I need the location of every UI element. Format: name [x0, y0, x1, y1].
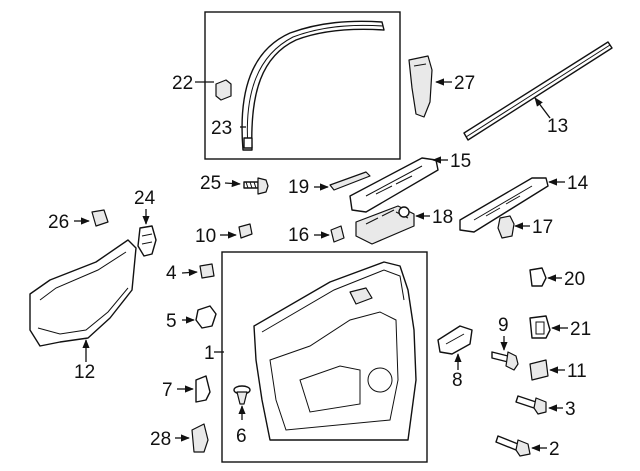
inside-handle [437, 325, 473, 355]
window-frame-inset-box [204, 11, 401, 160]
svg-text:16: 16 [288, 225, 309, 246]
callout-22: 22 [172, 73, 214, 94]
watershield [29, 239, 137, 347]
svg-text:1: 1 [204, 343, 215, 364]
callout-3: 3 [548, 399, 576, 420]
svg-text:27: 27 [454, 73, 475, 94]
svg-text:5: 5 [166, 311, 177, 332]
push-pin [233, 385, 251, 405]
callout-15: 15 [432, 151, 471, 172]
pad-11 [529, 359, 549, 381]
svg-text:9: 9 [498, 315, 509, 336]
callout-13: 13 [534, 97, 568, 137]
window-frame-molding [241, 20, 385, 151]
callout-24: 24 [134, 188, 156, 225]
svg-text:28: 28 [150, 429, 171, 450]
svg-text:15: 15 [450, 151, 471, 172]
callout-10: 10 [195, 226, 237, 247]
callout-2: 2 [531, 439, 560, 460]
svg-text:19: 19 [288, 177, 309, 198]
svg-text:17: 17 [532, 217, 553, 238]
callout-17: 17 [514, 217, 553, 238]
callout-28: 28 [150, 429, 190, 450]
svg-text:21: 21 [570, 319, 591, 340]
clip-5 [195, 305, 217, 329]
clip-16 [330, 225, 345, 243]
screw-25 [243, 177, 269, 195]
svg-text:12: 12 [74, 362, 95, 383]
svg-text:24: 24 [134, 188, 156, 209]
svg-text:20: 20 [564, 269, 585, 290]
pad-26 [91, 209, 109, 227]
callout-19: 19 [288, 177, 329, 198]
door-trim-panel-box [221, 251, 428, 463]
belt-weatherstrip [463, 41, 613, 141]
svg-text:18: 18 [432, 207, 453, 228]
armrest-bezel [459, 177, 549, 233]
svg-text:4: 4 [166, 263, 177, 284]
callout-20: 20 [547, 269, 585, 290]
callout-7: 7 [162, 380, 194, 401]
trim-piece-28 [191, 423, 209, 453]
window-frame-clip [215, 79, 232, 101]
callout-23: 23 [211, 118, 246, 139]
svg-text:2: 2 [549, 439, 560, 460]
bolt-9 [491, 351, 519, 371]
callout-18: 18 [415, 207, 453, 228]
callout-12: 12 [74, 339, 95, 383]
callout-8: 8 [452, 353, 463, 391]
callout-6: 6 [236, 405, 247, 447]
bolt-2 [495, 435, 531, 457]
svg-text:25: 25 [200, 173, 221, 194]
trim-strip [329, 171, 371, 191]
svg-text:11: 11 [567, 361, 587, 382]
svg-text:6: 6 [236, 426, 247, 447]
window-switch [355, 205, 415, 245]
bracket-7 [195, 375, 211, 403]
door-trim-panel [253, 261, 417, 441]
pillar-applique [408, 55, 433, 118]
callout-5: 5 [166, 311, 195, 332]
callout-16: 16 [288, 225, 330, 246]
callout-4: 4 [166, 263, 198, 284]
callout-14: 14 [548, 173, 589, 194]
svg-text:8: 8 [452, 370, 463, 391]
svg-text:22: 22 [172, 73, 193, 94]
switch-bezel [349, 157, 439, 213]
svg-text:26: 26 [48, 212, 69, 233]
pad-10 [238, 223, 253, 239]
svg-text:3: 3 [565, 399, 576, 420]
svg-text:10: 10 [195, 226, 216, 247]
callout-27: 27 [435, 73, 475, 94]
callout-11: 11 [549, 361, 587, 382]
callout-1: 1 [204, 343, 224, 364]
clip-20 [529, 267, 547, 287]
callout-9: 9 [498, 315, 509, 351]
callout-26: 26 [48, 212, 90, 233]
callout-25: 25 [200, 173, 241, 194]
bracket-24 [137, 225, 157, 257]
svg-text:23: 23 [211, 118, 232, 139]
svg-text:14: 14 [567, 173, 589, 194]
callout-21: 21 [551, 319, 591, 340]
svg-text:13: 13 [547, 116, 568, 137]
svg-text:7: 7 [162, 380, 173, 401]
clip-17 [497, 215, 515, 239]
clip-4 [199, 263, 215, 279]
bolt-3 [515, 395, 547, 415]
clip-21 [529, 315, 551, 339]
